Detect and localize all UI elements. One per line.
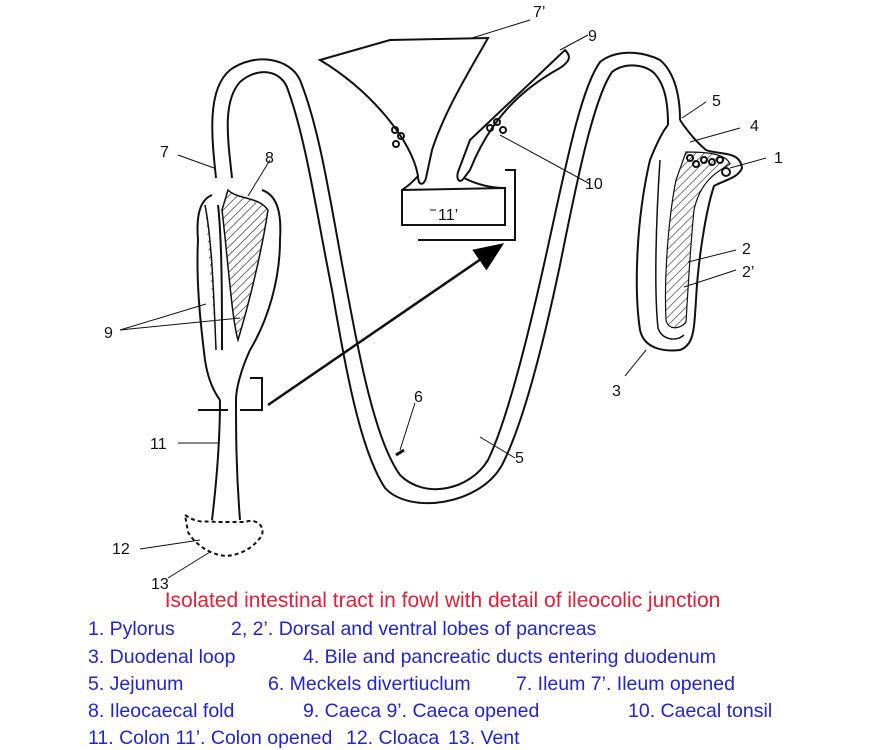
duodenal-loop xyxy=(635,119,744,352)
legend-item-ileocaecal-fold: 8. Ileocaecal fold xyxy=(88,700,235,722)
pancreas xyxy=(664,151,731,329)
legend-item-vent: 13. Vent xyxy=(448,727,520,749)
label-7: 7 xyxy=(160,144,169,161)
label-5-upper: 5 xyxy=(712,93,721,110)
legend-item-duodenal-loop: 3. Duodenal loop xyxy=(88,646,236,668)
ileocaecal-fold xyxy=(221,188,269,343)
label-9-inset: 9 xyxy=(588,28,597,45)
label-7-prime: 7’ xyxy=(533,4,545,21)
label-11: 11 xyxy=(150,436,167,453)
number-labels: 1 2 2’ 3 4 5 5 6 7 7’ 8 9 9 10 11 11’ 12… xyxy=(104,4,783,590)
legend-item-pylorus: 1. Pylorus xyxy=(88,618,175,640)
cloaca xyxy=(183,512,264,558)
legend-item-jejunum: 5. Jejunum xyxy=(88,673,184,695)
label-10: 10 xyxy=(585,176,603,193)
legend-item-caecal-tonsil: 10. Caecal tonsil xyxy=(628,700,773,722)
intestinal-tract-diagram: 1 2 2’ 3 4 5 5 6 7 7’ 8 9 9 10 11 11’ 12… xyxy=(104,4,783,590)
label-12: 12 xyxy=(112,541,130,558)
label-1: 1 xyxy=(774,150,783,167)
label-5-lower: 5 xyxy=(515,450,524,467)
caeca-drawing xyxy=(196,188,282,401)
label-6: 6 xyxy=(414,389,423,406)
colon-cloaca xyxy=(183,399,264,558)
intestine-loops xyxy=(211,51,681,505)
label-13: 13 xyxy=(151,576,169,590)
ileocolic-inset xyxy=(317,36,570,241)
meckels-diverticulum xyxy=(395,448,405,457)
legend-item-ileum: 7. Ileum 7’. Ileum opened xyxy=(516,673,735,695)
label-2: 2 xyxy=(742,241,751,258)
legend-item-caeca: 9. Caeca 9’. Caeca opened xyxy=(303,700,540,722)
label-4: 4 xyxy=(750,118,759,135)
label-2-prime: 2’ xyxy=(742,264,754,281)
label-8: 8 xyxy=(265,150,274,167)
legend-item-colon: 11. Colon 11’. Colon opened xyxy=(88,727,333,749)
legend-item-pancreas: 2, 2’. Dorsal and ventral lobes of pancr… xyxy=(231,618,597,640)
junction-arrow xyxy=(198,243,505,411)
legend-item-bile-ducts: 4. Bile and pancreatic ducts entering du… xyxy=(303,646,717,668)
legend-item-meckels: 6. Meckels divertiuclum xyxy=(268,673,471,695)
label-3: 3 xyxy=(612,383,621,400)
legend-item-cloaca: 12. Cloaca xyxy=(346,727,440,749)
label-9-left: 9 xyxy=(104,325,113,342)
figure-caption: Isolated intestinal tract in fowl with d… xyxy=(164,589,721,612)
label-11-prime: 11’ xyxy=(438,207,458,224)
leader-lines xyxy=(119,19,767,579)
